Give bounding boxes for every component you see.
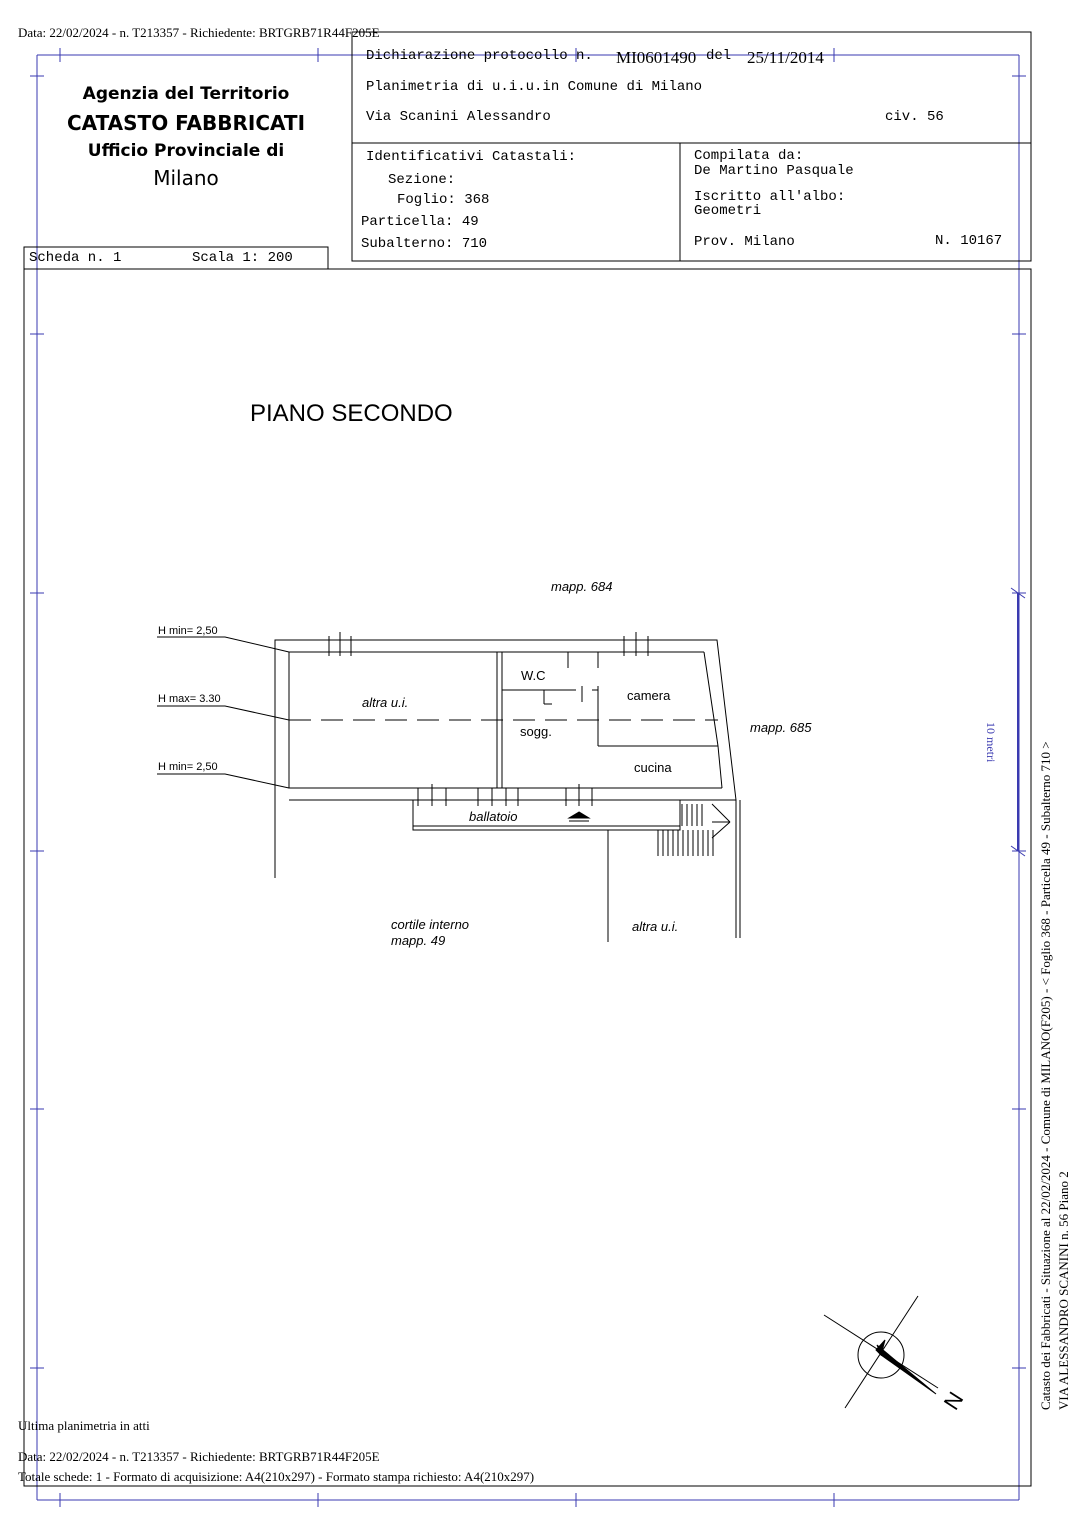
del-label: del	[706, 48, 732, 64]
mapp-top-label: mapp. 684	[551, 579, 613, 594]
floor-title: PIANO SECONDO	[250, 400, 453, 427]
north-compass-icon	[823, 1295, 939, 1409]
cortile-mapp: mapp. 49	[391, 933, 446, 948]
compiler-name: De Martino Pasquale	[694, 163, 854, 179]
room-wc: W.C	[521, 668, 546, 683]
declaration-label: Dichiarazione protocollo n.	[366, 48, 593, 64]
room-altra-ui: altra u.i.	[362, 695, 409, 710]
scale-label: Scala 1: 200	[192, 250, 293, 266]
footer-format-line: Totale schede: 1 - Formato di acquisizio…	[18, 1469, 535, 1484]
albo-label: Iscritto all'albo:	[694, 189, 846, 205]
office-city: Milano	[153, 166, 219, 190]
top-request-line: Data: 22/02/2024 - n. T213357 - Richiede…	[18, 25, 380, 40]
side-caption-line2: VIA ALESSANDRO SCANINI n. 56 Piano 2	[1056, 1171, 1071, 1410]
declaration-date: 25/11/2014	[747, 48, 824, 67]
albo-value: Geometri	[694, 203, 762, 219]
compiler-label: Compilata da:	[694, 148, 804, 164]
h-min-bottom: H min= 2,50	[158, 761, 218, 773]
cortile-label: cortile interno	[391, 917, 470, 932]
room-altra-ui-2: altra u.i.	[632, 919, 679, 934]
room-sogg: sogg.	[520, 724, 552, 739]
room-ballatoio: ballatoio	[469, 809, 518, 824]
protocol-number: MI0601490	[616, 48, 697, 67]
ultima-planimetria: Ultima planimetria in atti	[18, 1418, 150, 1433]
identifiers-title: Identificativi Catastali:	[366, 149, 577, 165]
registration-number: N. 10167	[935, 233, 1003, 249]
room-cucina: cucina	[634, 760, 672, 775]
catasto-title: CATASTO FABBRICATI	[66, 111, 306, 135]
scale-bar-label: 10 metri	[984, 722, 998, 763]
subalterno: Subalterno: 710	[361, 236, 488, 252]
side-caption-line1: Catasto dei Fabbricati - Situazione al 2…	[1038, 741, 1053, 1410]
room-camera: camera	[627, 688, 671, 703]
h-min-top: H min= 2,50	[158, 625, 218, 637]
civic-number: civ. 56	[885, 109, 944, 125]
office-label: Ufficio Provinciale di	[87, 141, 285, 161]
province: Prov. Milano	[694, 234, 795, 250]
street-name: Via Scanini Alessandro	[366, 109, 551, 125]
sezione: Sezione:	[388, 172, 456, 188]
foglio: Foglio: 368	[397, 192, 490, 208]
footer-request-line: Data: 22/02/2024 - n. T213357 - Richiede…	[18, 1449, 380, 1464]
h-max: H max= 3.30	[158, 693, 221, 705]
plan-line: Planimetria di u.i.u.in Comune di Milano	[366, 79, 703, 95]
particella: Particella: 49	[361, 214, 479, 230]
mapp-right-label: mapp. 685	[750, 720, 812, 735]
scheda-number: Scheda n. 1	[29, 250, 122, 266]
agency-name: Agenzia del Territorio	[82, 84, 290, 104]
